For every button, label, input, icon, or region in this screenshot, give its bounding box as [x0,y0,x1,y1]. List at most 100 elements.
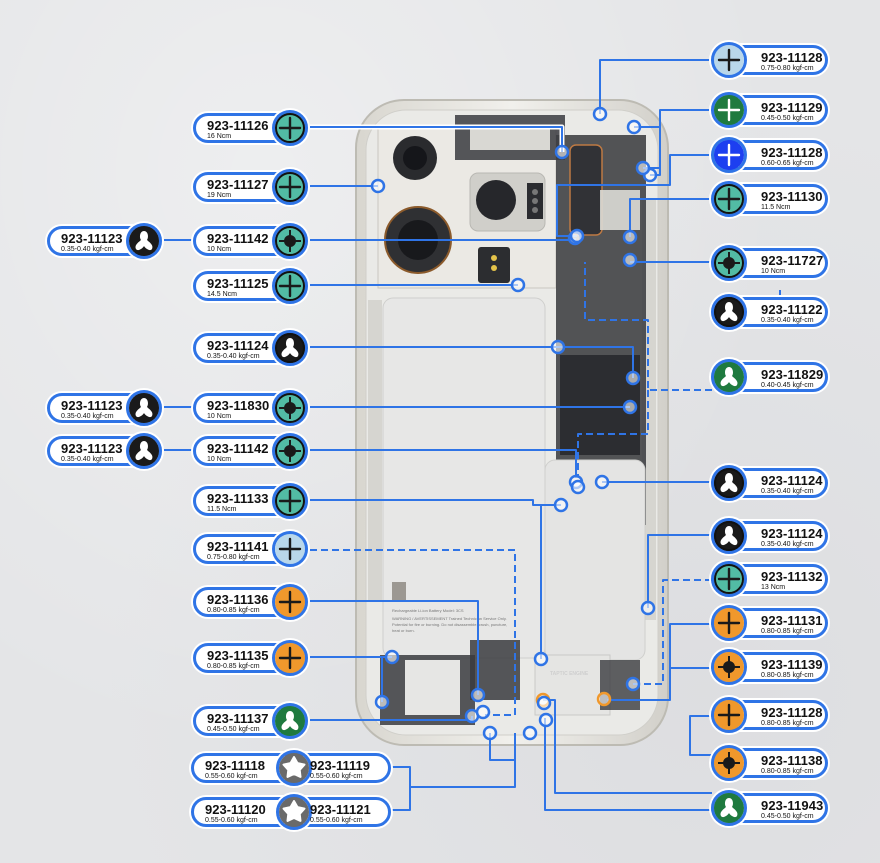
screw-location-marker [510,277,526,293]
tri-point-screw-icon [711,359,747,395]
phillips-screw-icon [272,169,308,205]
part-number: 923-11142 [207,231,269,246]
phillips-screw-icon [711,605,747,641]
leader-line [390,766,411,811]
leader-line [647,534,712,608]
torque-spec: 0.35-0.40 kgf-cm [61,456,114,463]
torque-spec: 0.35-0.40 kgf-cm [761,541,814,548]
battery-label-2: WARNING / AVERTISSEMENT Trained Technici… [392,616,507,621]
phillips-screw-icon [711,42,747,78]
taptic-engine-label: TAPTIC ENGINE [550,671,589,677]
torque-spec: 0.80-0.85 kgf-cm [207,663,260,670]
torque-spec: 0.55-0.60 kgf-cm [310,817,363,824]
part-number: 923-11130 [761,189,823,204]
screw-location-marker [594,474,610,490]
standoff-screw-icon [711,745,747,781]
phillips-screw-icon [711,697,747,733]
torque-spec: 0.55-0.60 kgf-cm [205,817,258,824]
leader-line [310,600,479,695]
torque-spec: 0.60-0.65 kgf-cm [761,160,814,167]
torx-screw-icon [276,794,312,830]
standoff-screw-icon [711,245,747,281]
torque-spec: 0.35-0.40 kgf-cm [61,413,114,420]
part-number: 923-11132 [761,569,823,584]
torque-spec: 11.5 Ncm [207,506,237,513]
phillips-screw-icon [272,640,308,676]
torque-spec: 11.5 Ncm [761,204,791,211]
leader-line [556,154,712,237]
part-number: 923-11131 [761,613,823,628]
part-number: 923-11118 [205,758,266,773]
part-number: 923-11128 [761,145,823,160]
part-number: 923-11138 [761,753,823,768]
screw-location-marker [570,479,586,495]
screw-location-marker [553,497,569,513]
part-number: 923-11727 [761,253,824,268]
screw-location-marker [626,119,642,135]
phillips-screw-icon [272,110,308,146]
tri-point-screw-icon [711,790,747,826]
part-number: 923-11123 [61,231,123,246]
screw-location-marker [536,695,552,711]
screw-location-marker [374,694,390,710]
tri-point-screw-icon [272,703,308,739]
leader-line [310,499,561,506]
torque-spec: 10 Ncm [761,268,786,275]
torque-spec: 0.55-0.60 kgf-cm [310,773,363,780]
torque-spec: 0.75-0.80 kgf-cm [761,65,814,72]
torque-spec: 13 Ncm [761,584,786,591]
part-number: 923-11124 [761,526,823,541]
screw-location-marker [625,676,641,692]
part-number: 923-11124 [207,338,269,353]
standoff-screw-icon [711,649,747,685]
battery-label-4: heat or burn. [392,628,415,633]
screw-location-marker [640,600,656,616]
standoff-screw-icon [272,433,308,469]
torque-spec: 0.55-0.60 kgf-cm [205,773,258,780]
leader-line-hidden [310,549,516,716]
part-number: 923-11830 [207,398,270,413]
battery-label-3: Potential for fire or burning. Do not di… [392,622,507,627]
tri-point-screw-icon [126,433,162,469]
torque-spec: 0.40-0.45 kgf-cm [761,382,814,389]
tri-point-screw-icon [126,223,162,259]
part-number: 923-11139 [761,657,823,672]
leader-line [558,346,634,378]
torque-spec: 19 Ncm [207,192,232,199]
part-number: 923-11129 [761,100,823,115]
torque-spec: 0.80-0.85 kgf-cm [761,768,814,775]
part-number: 923-11128 [761,50,823,65]
leader-line-hidden [577,390,649,478]
tri-point-screw-icon [126,390,162,426]
part-number: 923-11123 [61,441,123,456]
standoff-screw-icon [272,223,308,259]
part-number: 923-11126 [207,118,269,133]
phillips-screw-icon [711,92,747,128]
part-number: 923-11119 [310,758,371,773]
part-number: 923-11137 [207,711,269,726]
screw-location-marker [370,178,386,194]
leader-line [410,733,516,788]
screw-location-marker [475,704,491,720]
